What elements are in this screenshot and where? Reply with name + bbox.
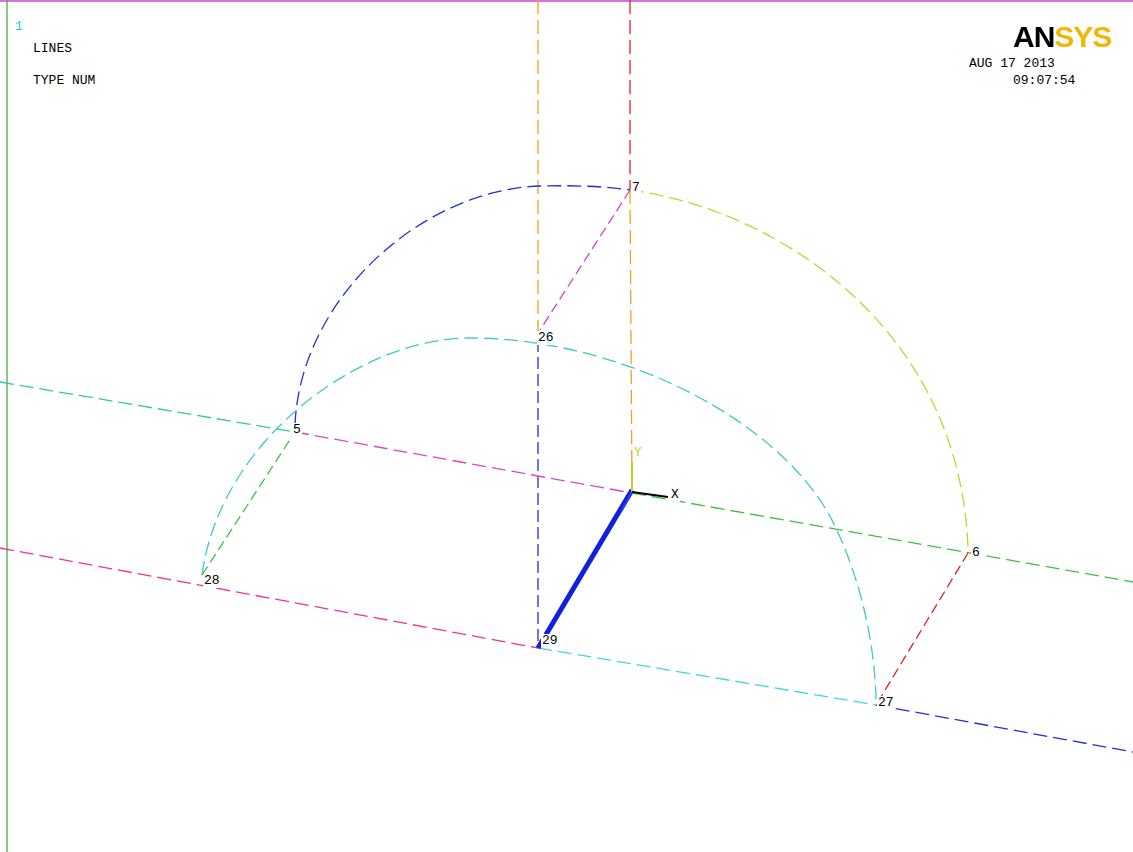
frame-line (0, 0, 1133, 1)
axis-label: Y (633, 446, 643, 460)
date-stamp: AUG 17 2013 (968, 57, 1056, 71)
line-segment (537, 340, 538, 648)
logo: ANSYS (1012, 21, 1112, 53)
line-segment (876, 553, 968, 705)
keypoint-number: 7 (631, 181, 641, 195)
line-segment (202, 432, 295, 575)
arc-line (202, 338, 876, 705)
plot-title: LINES (32, 42, 73, 56)
x-axis (632, 492, 668, 497)
line-segment (876, 705, 1133, 752)
line-segment (538, 648, 876, 705)
axis-label: X (670, 488, 680, 502)
arc-line (630, 190, 968, 548)
keypoint-number: 5 (292, 423, 302, 437)
arc-line (295, 186, 630, 425)
line-segment (629, 0, 630, 190)
keypoint-number: 26 (537, 331, 555, 345)
line-segment (0, 382, 295, 432)
line-segment (540, 190, 630, 330)
z-axis (622, 492, 632, 510)
frame-line (6, 0, 7, 852)
line-segment (295, 432, 632, 493)
line-segment (630, 190, 632, 490)
keypoint-number: 6 (971, 546, 981, 560)
selected-line (538, 490, 632, 648)
y-axis (631, 462, 633, 492)
line-segment (632, 493, 1133, 582)
keypoint-number: 28 (203, 574, 221, 588)
time-stamp: 09:07:54 (1012, 74, 1076, 88)
window-number: 1 (14, 20, 24, 34)
keypoint-number: 27 (877, 696, 895, 710)
plot-subtitle: TYPE NUM (32, 74, 96, 88)
keypoint-number: 29 (541, 634, 559, 648)
line-segment (537, 0, 538, 340)
line-segment (0, 548, 538, 648)
